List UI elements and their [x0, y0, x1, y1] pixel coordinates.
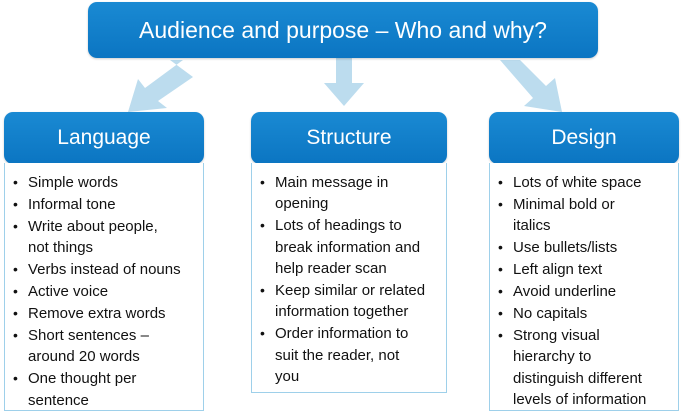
list-item: One thought per sentence — [13, 368, 199, 411]
list-item: Minimal bold or italics — [498, 194, 674, 237]
language-header: Language — [4, 112, 204, 164]
list-item: No capitals — [498, 303, 674, 325]
list-item: Short sentences – around 20 words — [13, 325, 199, 368]
list-item: Lots of headings to break information an… — [260, 215, 442, 279]
list-item: Left align text — [498, 259, 674, 281]
structure-list: Main message in opening Lots of headings… — [252, 163, 446, 388]
list-item: Order information to suit the reader, no… — [260, 323, 442, 387]
language-list: Simple words Informal tone Write about p… — [5, 163, 203, 411]
list-item: Lots of white space — [498, 172, 674, 194]
list-item: Active voice — [13, 281, 199, 303]
arrow-to-structure — [324, 58, 364, 106]
arrow-to-design — [500, 60, 562, 112]
list-item: Use bullets/lists — [498, 237, 674, 259]
list-item: Informal tone — [13, 194, 199, 216]
list-item: Remove extra words — [13, 303, 199, 325]
language-list-box: Simple words Informal tone Write about p… — [4, 163, 204, 411]
structure-list-box: Main message in opening Lots of headings… — [251, 163, 447, 393]
structure-header: Structure — [251, 112, 447, 164]
list-item: Simple words — [13, 172, 199, 194]
design-list-box: Lots of white space Minimal bold or ital… — [489, 163, 679, 411]
list-item: Verbs instead of nouns — [13, 259, 199, 281]
arrow-to-language — [128, 60, 193, 112]
audience-purpose-box: Audience and purpose – Who and why? — [88, 2, 598, 58]
design-list: Lots of white space Minimal bold or ital… — [490, 163, 678, 410]
list-item: Write about people, not things — [13, 216, 199, 259]
list-item: Avoid underline — [498, 281, 674, 303]
list-item: Keep similar or related information toge… — [260, 280, 442, 323]
list-item: Strong visual hierarchy to distinguish d… — [498, 325, 674, 411]
list-item: Main message in opening — [260, 172, 442, 215]
design-header: Design — [489, 112, 679, 164]
